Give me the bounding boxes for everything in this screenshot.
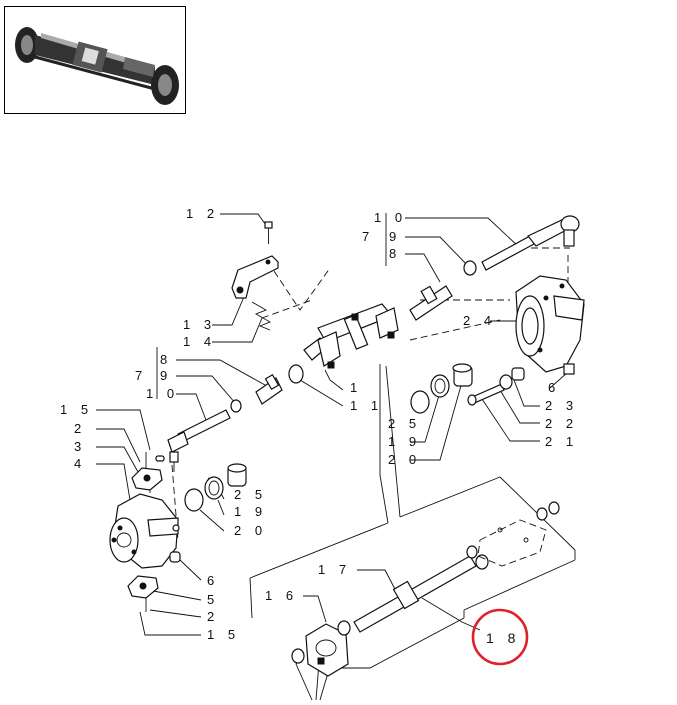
label-2-top: 2 <box>74 421 86 436</box>
label-13: 1 3 <box>183 317 216 332</box>
callout-labels: 1 2 1 3 1 4 1 0 7 9 8 2 4 1 1 1 2 5 1 9 … <box>60 206 578 646</box>
label-7-left: 7 <box>135 368 147 383</box>
label-17: 1 7 <box>318 562 351 577</box>
bushings-left-icon <box>184 463 247 512</box>
label-4: 4 <box>74 456 86 471</box>
ghost-housing-icon <box>477 519 547 567</box>
label-9-right: 9 <box>389 229 401 244</box>
label-20-left: 2 0 <box>234 523 267 538</box>
label-6-right: 6 <box>548 380 560 395</box>
label-19-left: 1 9 <box>234 504 267 519</box>
leader-lines <box>96 213 576 701</box>
dashed-guides <box>149 247 570 545</box>
label-2-bottom: 2 <box>207 609 219 624</box>
bracket-16-icon <box>305 623 349 677</box>
label-9-left: 9 <box>160 368 172 383</box>
bolt-12-icon <box>264 221 273 244</box>
bracket-13-icon <box>231 255 279 299</box>
label-5: 5 <box>207 592 219 607</box>
label-10-right: 1 0 <box>374 210 407 225</box>
ring-11-icon <box>288 364 304 384</box>
tie-rod-left-icon <box>167 373 283 472</box>
label-6-left: 6 <box>207 573 219 588</box>
label-22: 2 2 <box>545 416 578 431</box>
label-15-bottom: 1 5 <box>207 627 240 642</box>
label-14: 1 4 <box>183 334 216 349</box>
label-1: 1 <box>350 380 362 395</box>
clip-14-icon <box>251 301 272 331</box>
cap-5-icon <box>127 551 181 612</box>
label-19-right: 1 9 <box>388 434 421 449</box>
highlight-circle <box>471 608 529 666</box>
label-10-left: 1 0 <box>146 386 179 401</box>
cap-3-icon <box>131 452 165 491</box>
bar-17-icon <box>353 545 478 633</box>
steering-knuckle-left-icon <box>109 493 180 569</box>
label-16: 1 6 <box>265 588 298 603</box>
axle-assembly-icon <box>15 27 179 105</box>
label-8-left: 8 <box>160 352 172 367</box>
label-18: 1 8 <box>486 630 520 646</box>
label-12: 1 2 <box>186 206 219 221</box>
parts <box>109 215 585 677</box>
label-3: 3 <box>74 439 86 454</box>
label-20-right: 2 0 <box>388 452 421 467</box>
steering-knuckle-right-icon <box>515 275 585 375</box>
label-25-right: 2 5 <box>388 416 421 431</box>
label-21: 2 1 <box>545 434 578 449</box>
label-7-right: 7 <box>362 229 374 244</box>
label-25-left: 2 5 <box>234 487 267 502</box>
tie-rod-right-icon <box>409 215 580 321</box>
label-11: 1 1 <box>350 398 383 413</box>
bushings-right-icon <box>410 363 473 414</box>
tie-rod-tube-1-icon <box>303 303 399 369</box>
label-24: 2 4 <box>463 313 496 328</box>
label-15-top: 1 5 <box>60 402 93 417</box>
pin-21-icon <box>467 367 525 406</box>
label-8-right: 8 <box>389 246 401 261</box>
label-23: 2 3 <box>545 398 578 413</box>
axle-thumbnail <box>4 6 186 114</box>
